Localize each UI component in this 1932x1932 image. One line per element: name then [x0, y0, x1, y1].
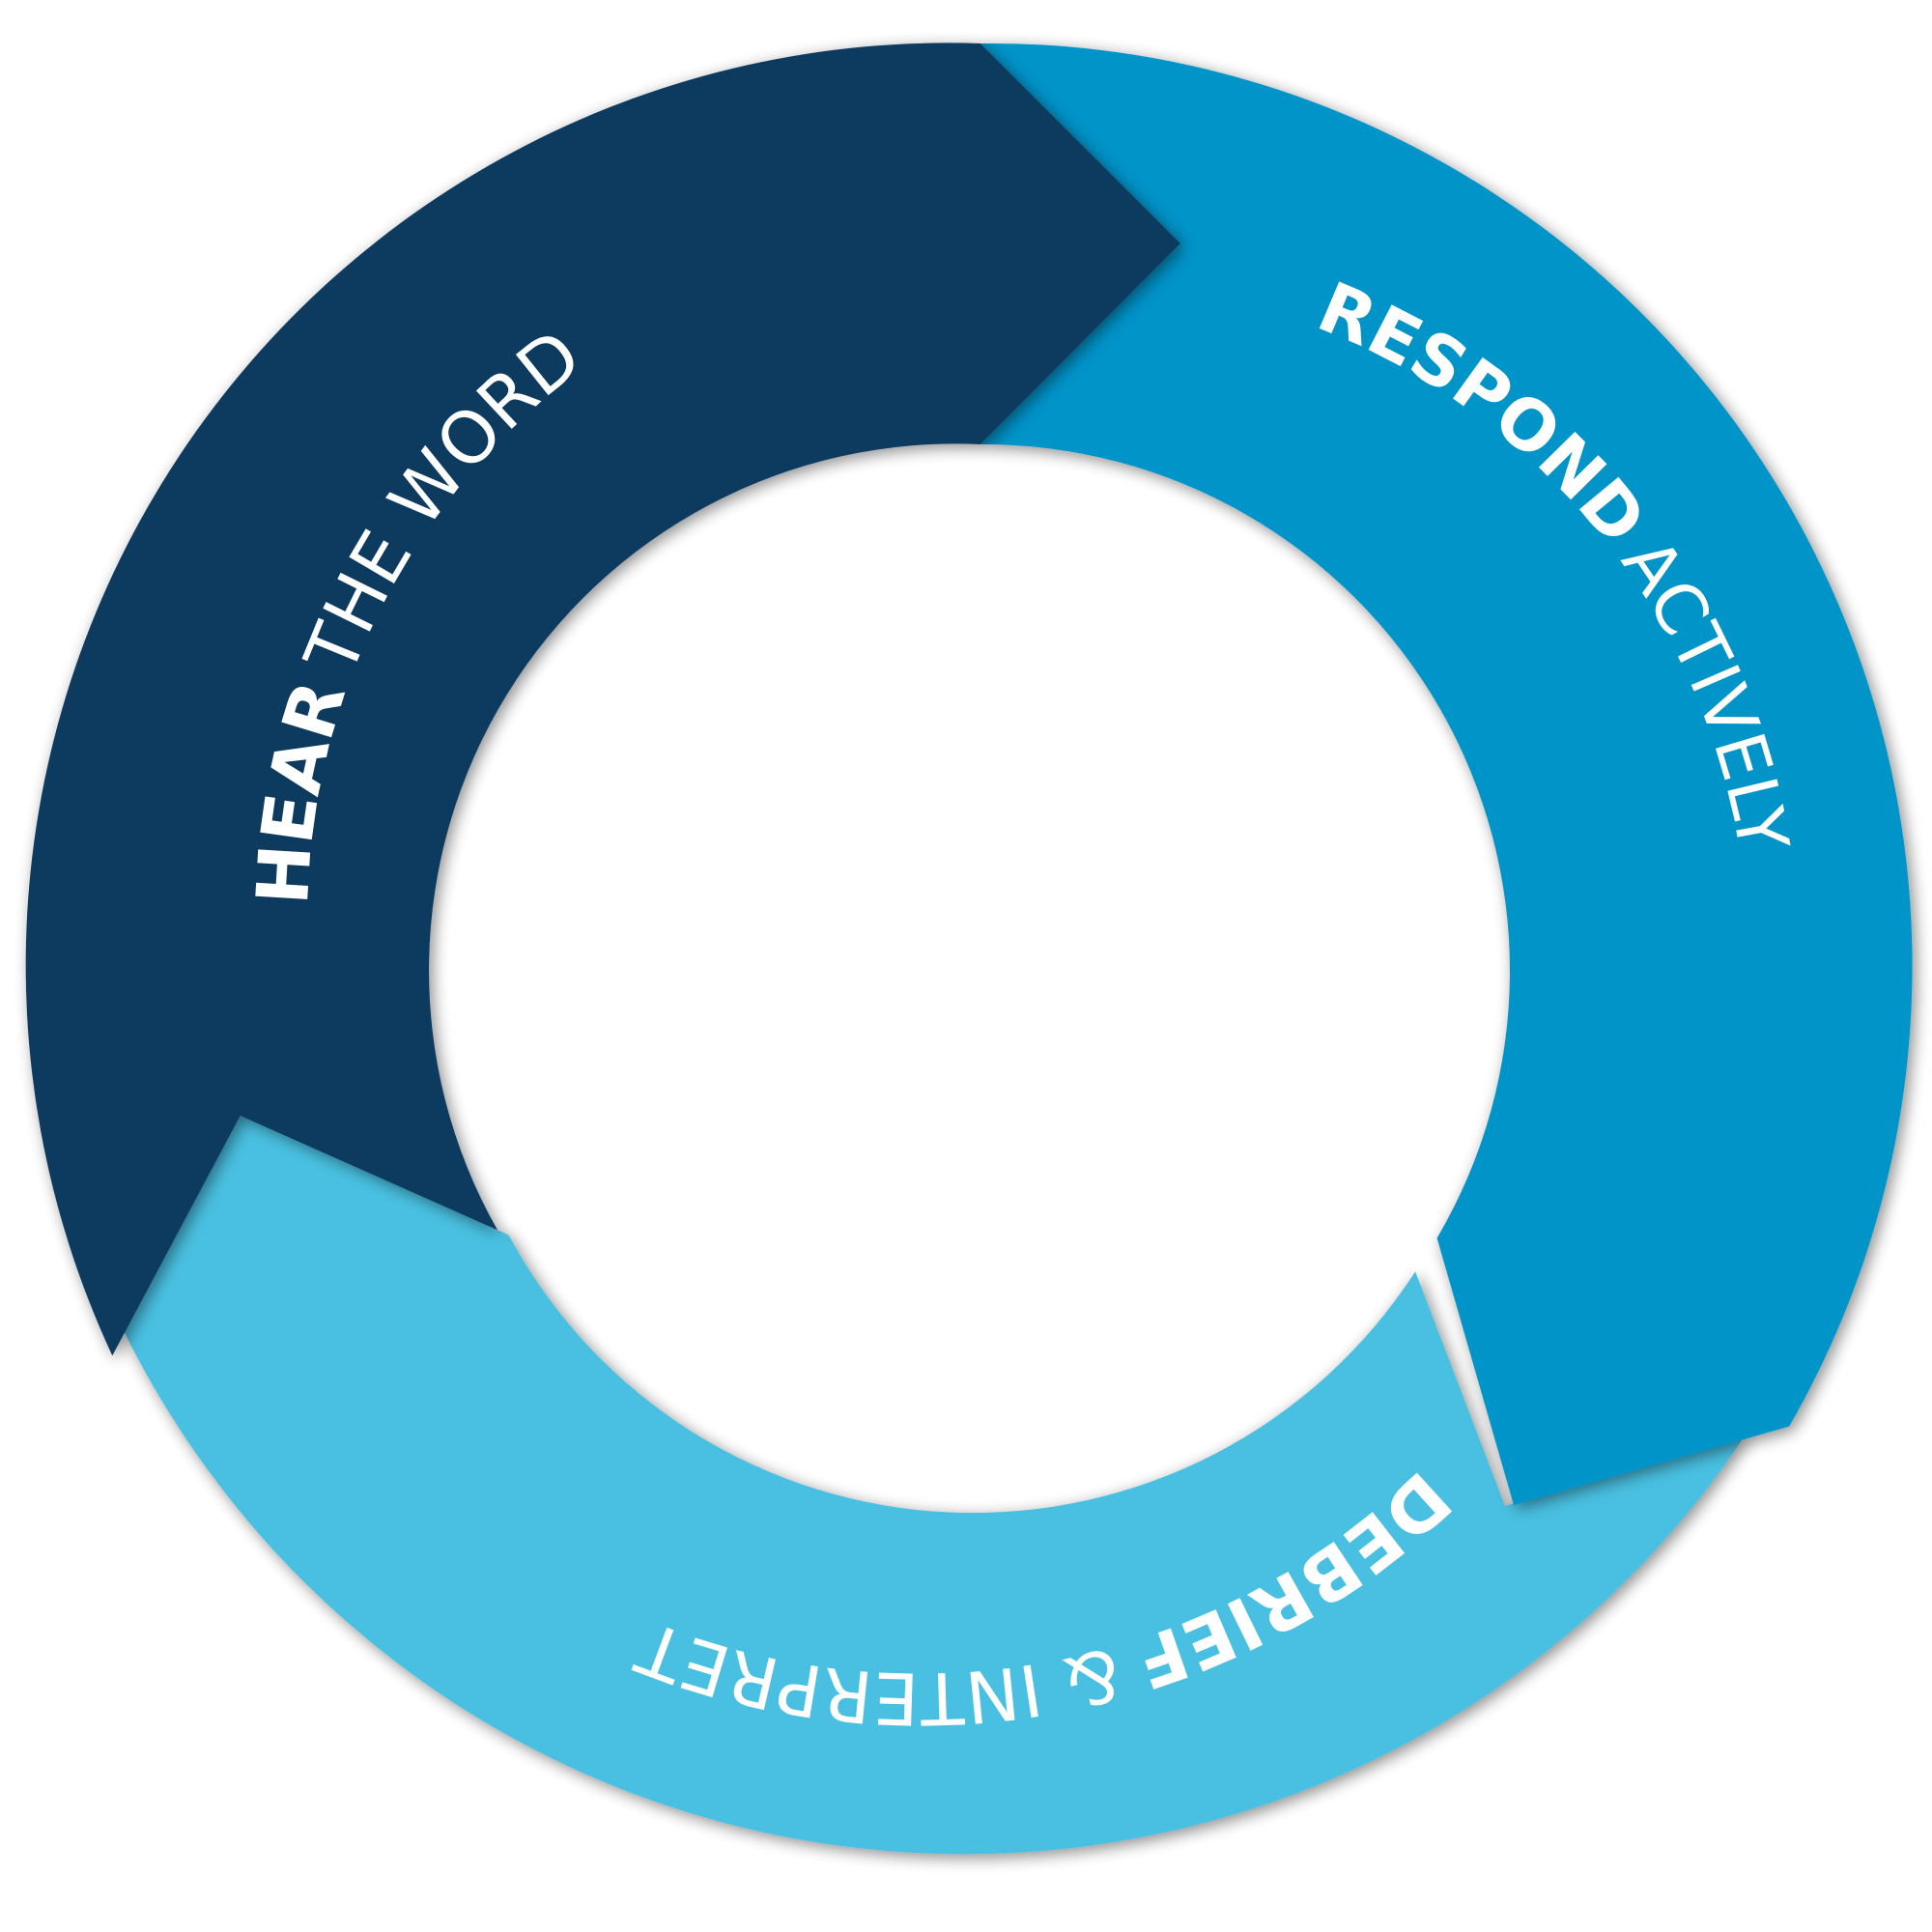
segment-debrief-interpret [124, 1115, 1747, 1855]
segment-respond-actively [980, 43, 1913, 1505]
segment-hear-the-word [25, 43, 1180, 1356]
